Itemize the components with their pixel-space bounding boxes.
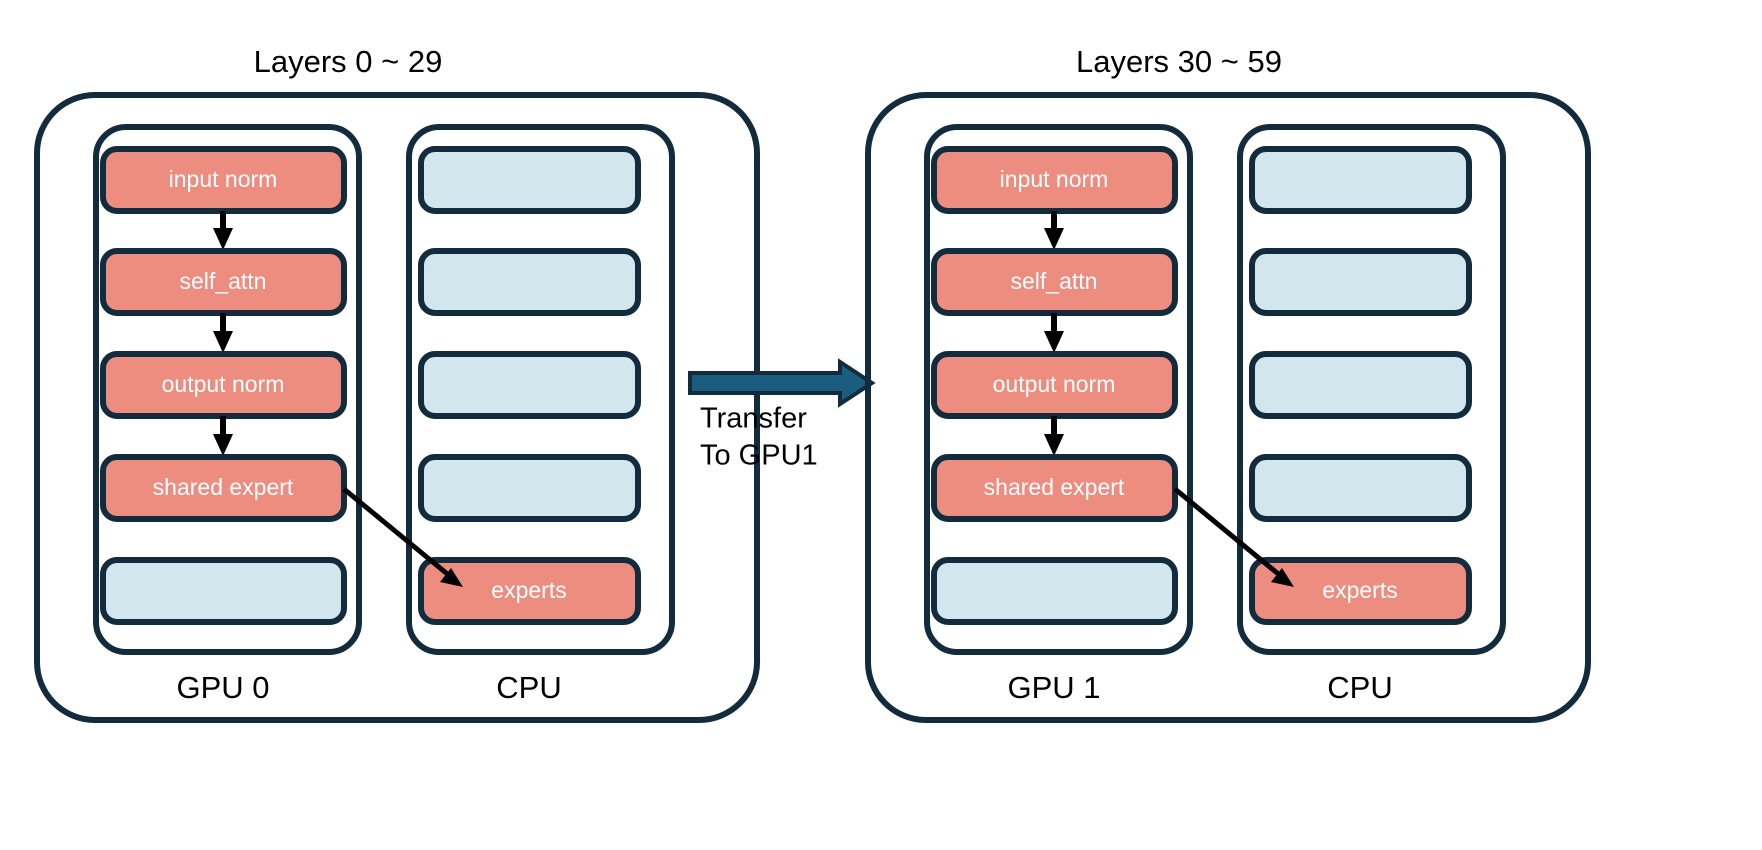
gpu0-block-output-norm[interactable]: output norm bbox=[100, 351, 347, 419]
gpu0-flow-head-1 bbox=[213, 331, 233, 353]
panel-left-title: Layers 0 ~ 29 bbox=[254, 44, 443, 79]
cpu1-block-2[interactable] bbox=[1249, 351, 1472, 419]
cpu1-block-1[interactable] bbox=[1249, 248, 1472, 316]
cpu0-block-rect-4[interactable] bbox=[418, 557, 641, 625]
cpu0-zone-label: CPU bbox=[496, 670, 561, 705]
gpu1-flow-head-2 bbox=[1044, 434, 1064, 456]
gpu0-experts-diag-head bbox=[440, 568, 463, 587]
gpu0-block-rect-3[interactable] bbox=[100, 454, 347, 522]
gpu0-block-input-norm[interactable]: input norm bbox=[100, 146, 347, 214]
gpu1-flow-arrow-0 bbox=[1044, 211, 1064, 250]
gpu1-block-label-2: output norm bbox=[993, 371, 1116, 397]
cpu0-block-rect-0[interactable] bbox=[418, 146, 641, 214]
gpu0-flow-head-0 bbox=[213, 228, 233, 250]
cpu1-zone-label: CPU bbox=[1327, 670, 1392, 705]
gpu1-block-rect-4[interactable] bbox=[931, 557, 1178, 625]
cpu0-block-label-4: experts bbox=[491, 577, 566, 603]
gpu1-flow-arrow-1 bbox=[1044, 313, 1064, 353]
gpu0-block-rect-4[interactable] bbox=[100, 557, 347, 625]
cpu0-block-experts[interactable]: experts bbox=[418, 557, 641, 625]
cpu1-block-rect-0[interactable] bbox=[1249, 146, 1472, 214]
gpu0-block-self-attn[interactable]: self_attn bbox=[100, 248, 347, 316]
cpu0-column-frame bbox=[406, 124, 675, 655]
gpu0-block-label-0: input norm bbox=[169, 166, 278, 192]
gpu0-column: input norm self_attn output norm bbox=[93, 124, 362, 705]
gpu1-column: input norm self_attn output norm bbox=[924, 124, 1193, 705]
cpu0-block-2[interactable] bbox=[418, 351, 641, 419]
panel-left: Layers 0 ~ 29 input norm self_attn bbox=[34, 44, 760, 723]
transfer-arrow-icon bbox=[688, 358, 876, 408]
gpu1-block-label-0: input norm bbox=[1000, 166, 1109, 192]
cpu0-block-0[interactable] bbox=[418, 146, 641, 214]
gpu1-block-label-3: shared expert bbox=[984, 474, 1125, 500]
gpu1-to-cpu1-experts-arrow bbox=[1173, 487, 1294, 587]
gpu1-zone-label: GPU 1 bbox=[1007, 670, 1100, 705]
cpu1-column-frame bbox=[1237, 124, 1506, 655]
cpu0-column: experts CPU bbox=[406, 124, 675, 705]
cpu1-block-rect-2[interactable] bbox=[1249, 351, 1472, 419]
cpu0-block-rect-3[interactable] bbox=[418, 454, 641, 522]
cpu1-block-0[interactable] bbox=[1249, 146, 1472, 214]
cpu1-block-rect-1[interactable] bbox=[1249, 248, 1472, 316]
cpu1-column: experts CPU bbox=[1237, 124, 1506, 705]
gpu1-column-frame bbox=[924, 124, 1193, 655]
panel-left-outer-frame bbox=[34, 92, 760, 723]
gpu0-flow-arrow-1 bbox=[213, 313, 233, 353]
gpu1-block-rect-3[interactable] bbox=[931, 454, 1178, 522]
gpu0-block-label-1: self_attn bbox=[180, 268, 267, 294]
gpu1-block-self-attn[interactable]: self_attn bbox=[931, 248, 1178, 316]
cpu0-block-3[interactable] bbox=[418, 454, 641, 522]
gpu1-experts-diag-line bbox=[1173, 487, 1284, 579]
cpu1-block-experts[interactable]: experts bbox=[1249, 557, 1472, 625]
cpu1-block-label-4: experts bbox=[1322, 577, 1397, 603]
gpu0-block-label-2: output norm bbox=[162, 371, 285, 397]
gpu1-block-empty[interactable] bbox=[931, 557, 1178, 625]
gpu1-block-shared-expert[interactable]: shared expert bbox=[931, 454, 1178, 522]
panel-right: Layers 30 ~ 59 input norm self_attn bbox=[865, 44, 1591, 723]
gpu1-block-label-1: self_attn bbox=[1011, 268, 1098, 294]
gpu0-block-empty[interactable] bbox=[100, 557, 347, 625]
gpu0-block-label-3: shared expert bbox=[153, 474, 294, 500]
panel-right-outer-frame bbox=[865, 92, 1591, 723]
gpu0-experts-diag-line bbox=[342, 487, 453, 579]
cpu0-block-rect-1[interactable] bbox=[418, 248, 641, 316]
transfer-arrow-group: Transfer To GPU1 bbox=[688, 358, 876, 472]
gpu1-flow-head-1 bbox=[1044, 331, 1064, 353]
gpu0-block-shared-expert[interactable]: shared expert bbox=[100, 454, 347, 522]
cpu0-block-1[interactable] bbox=[418, 248, 641, 316]
cpu1-block-rect-3[interactable] bbox=[1249, 454, 1472, 522]
gpu0-to-cpu0-experts-arrow bbox=[342, 487, 463, 587]
gpu0-column-frame bbox=[93, 124, 362, 655]
cpu0-block-rect-2[interactable] bbox=[418, 351, 641, 419]
gpu0-flow-arrow-0 bbox=[213, 211, 233, 250]
gpu1-experts-diag-head bbox=[1271, 568, 1294, 587]
gpu1-flow-head-0 bbox=[1044, 228, 1064, 250]
gpu0-flow-head-2 bbox=[213, 434, 233, 456]
gpu1-block-input-norm[interactable]: input norm bbox=[931, 146, 1178, 214]
transfer-label-line2: To GPU1 bbox=[700, 440, 818, 472]
gpu0-flow-arrow-2 bbox=[213, 416, 233, 456]
transfer-label-line1: Transfer bbox=[700, 403, 807, 435]
gpu0-zone-label: GPU 0 bbox=[176, 670, 269, 705]
gpu1-block-output-norm[interactable]: output norm bbox=[931, 351, 1178, 419]
gpu1-flow-arrow-2 bbox=[1044, 416, 1064, 456]
cpu1-block-rect-4[interactable] bbox=[1249, 557, 1472, 625]
cpu1-block-3[interactable] bbox=[1249, 454, 1472, 522]
panel-right-title: Layers 30 ~ 59 bbox=[1076, 44, 1282, 79]
